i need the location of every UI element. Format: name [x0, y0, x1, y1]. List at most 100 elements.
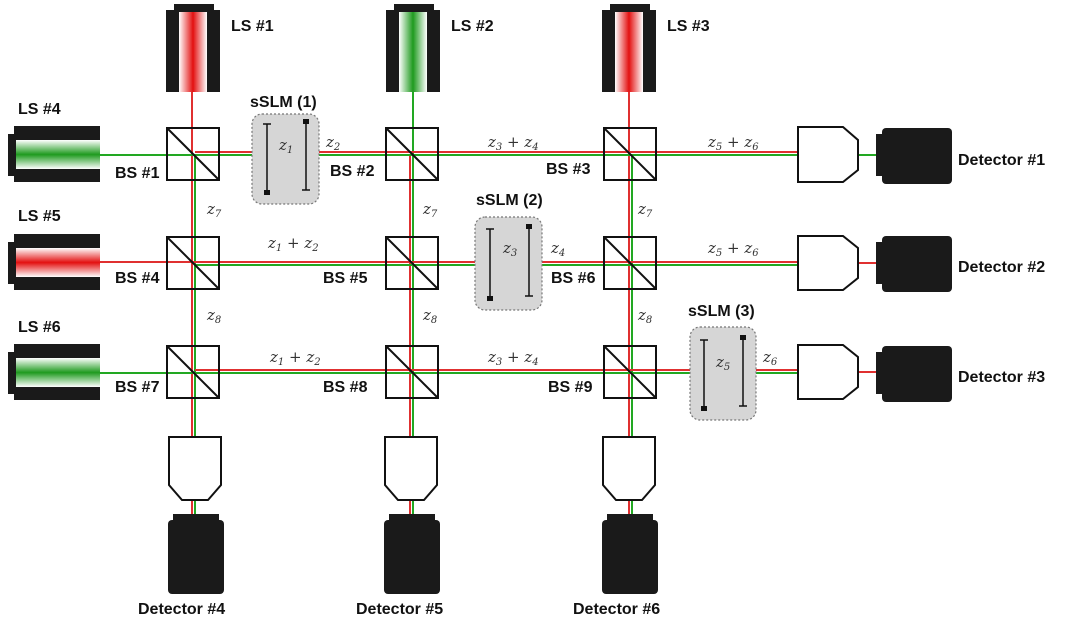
- light-source-ls5: [8, 234, 100, 290]
- slm1-label: sSLM (1): [250, 94, 317, 111]
- slm2-body: [474, 216, 543, 311]
- dist-z8-col2: z8: [422, 306, 437, 326]
- detector-1-label: Detector #1: [958, 152, 1045, 169]
- bs2-diagonal: [385, 127, 439, 181]
- dist-z2-row1: z2: [325, 133, 340, 153]
- dist-z7-col1: z7: [206, 200, 222, 220]
- ls6-cap: [8, 352, 16, 394]
- distance-labels: z1 z2 z3 + z4 z5 + z6 z7 z7 z7 z1 + z2 z…: [206, 133, 778, 373]
- beam-splitter-bs4: [166, 236, 220, 290]
- bs3-diagonal: [603, 127, 657, 181]
- dist-z5-z6-row1: z5 + z6: [707, 133, 759, 153]
- det2-cap: [876, 242, 884, 284]
- slm2-tick-left: [487, 296, 493, 301]
- detector-6: [602, 514, 658, 594]
- beam-splitter-bs7: [166, 345, 220, 399]
- bs1-label: BS #1: [115, 165, 160, 182]
- slm-2: [474, 216, 543, 311]
- bs5-label: BS #5: [323, 270, 368, 287]
- dist-z1-z2-row3: z1 + z2: [269, 348, 321, 368]
- dist-z8-col1: z8: [206, 306, 221, 326]
- bs9-diagonal: [603, 345, 657, 399]
- dist-z1-z2-row2: z1 + z2: [267, 234, 319, 254]
- lens-col3: [602, 436, 656, 501]
- ls5-label: LS #5: [18, 208, 61, 225]
- bs9-label: BS #9: [548, 379, 593, 396]
- ls4-label: LS #4: [18, 101, 61, 118]
- dist-z3-slm2: z3: [502, 239, 517, 259]
- detector-4: [168, 514, 224, 594]
- ls2-label: LS #2: [451, 18, 494, 35]
- dist-z3-z4-row3: z3 + z4: [487, 348, 539, 368]
- lens-row1: [797, 126, 859, 183]
- lens-row3: [797, 344, 859, 400]
- ls3-label: LS #3: [667, 18, 710, 35]
- beam-splitter-bs6: [603, 236, 657, 290]
- bs3-label: BS #3: [546, 161, 591, 178]
- bs8-diagonal: [385, 345, 439, 399]
- ls1-emitter: [179, 12, 207, 92]
- dist-z5-z6-row2: z5 + z6: [707, 239, 759, 259]
- detector-3: [876, 346, 952, 402]
- ls5-emitter: [16, 248, 100, 277]
- bs4-label: BS #4: [115, 270, 160, 287]
- det3-body: [882, 346, 952, 402]
- light-source-ls3: [602, 4, 656, 92]
- lens-row2: [797, 235, 859, 291]
- bs6-diagonal: [603, 236, 657, 290]
- beam-splitter-bs8: [385, 345, 439, 399]
- dist-z7-col2: z7: [422, 200, 438, 220]
- dist-z6-row3: z6: [762, 348, 778, 368]
- slm-1: [251, 113, 320, 205]
- det6-cap: [607, 514, 653, 522]
- detector-2: [876, 236, 952, 292]
- bs7-cube: [166, 345, 220, 399]
- detector-5: [384, 514, 440, 594]
- slm1-body: [251, 113, 320, 205]
- detector-4-label: Detector #4: [138, 601, 225, 618]
- bs8-label: BS #8: [323, 379, 368, 396]
- dist-z3-z4-row1: z3 + z4: [487, 133, 539, 153]
- slm3-body: [689, 326, 757, 421]
- beam-splitter-bs2: [385, 127, 439, 181]
- slm2-label: sSLM (2): [476, 192, 543, 209]
- bs1-diagonal: [166, 127, 220, 181]
- det4-body: [168, 520, 224, 594]
- ls2-cap: [394, 4, 434, 12]
- ls5-cap: [8, 242, 16, 284]
- detector-1: [876, 128, 952, 184]
- light-source-ls4: [8, 126, 100, 182]
- slm3-label: sSLM (3): [688, 303, 755, 320]
- beam-splitter-bs1: [166, 127, 220, 181]
- light-source-ls1: [166, 4, 220, 92]
- bs5-diagonal: [385, 236, 439, 290]
- right-lenses: [797, 126, 859, 400]
- bs7-diagonal: [166, 345, 220, 399]
- beam-splitter-bs9: [603, 345, 657, 399]
- det2-body: [882, 236, 952, 292]
- bs1-cube: [166, 127, 220, 181]
- light-source-ls6: [8, 344, 100, 400]
- ls6-emitter: [16, 358, 100, 387]
- slm-3: [689, 326, 757, 421]
- det1-body: [882, 128, 952, 184]
- bs6-label: BS #6: [551, 270, 596, 287]
- bs2-cube: [385, 127, 439, 181]
- light-source-ls2: [386, 4, 440, 92]
- slm1-tick-right: [303, 119, 309, 124]
- lens-col1: [168, 436, 222, 501]
- dist-z8-col3: z8: [637, 306, 652, 326]
- lens-col2: [384, 436, 438, 501]
- slm3-tick-right: [740, 335, 746, 340]
- ls1-cap: [174, 4, 214, 12]
- beams: [100, 92, 876, 514]
- det5-body: [384, 520, 440, 594]
- det5-cap: [389, 514, 435, 522]
- dist-z5-slm3: z5: [715, 353, 730, 373]
- bs9-cube: [603, 345, 657, 399]
- det6-body: [602, 520, 658, 594]
- ls3-cap: [610, 4, 650, 12]
- dist-z1-slm1: z1: [278, 136, 293, 156]
- det4-cap: [173, 514, 219, 522]
